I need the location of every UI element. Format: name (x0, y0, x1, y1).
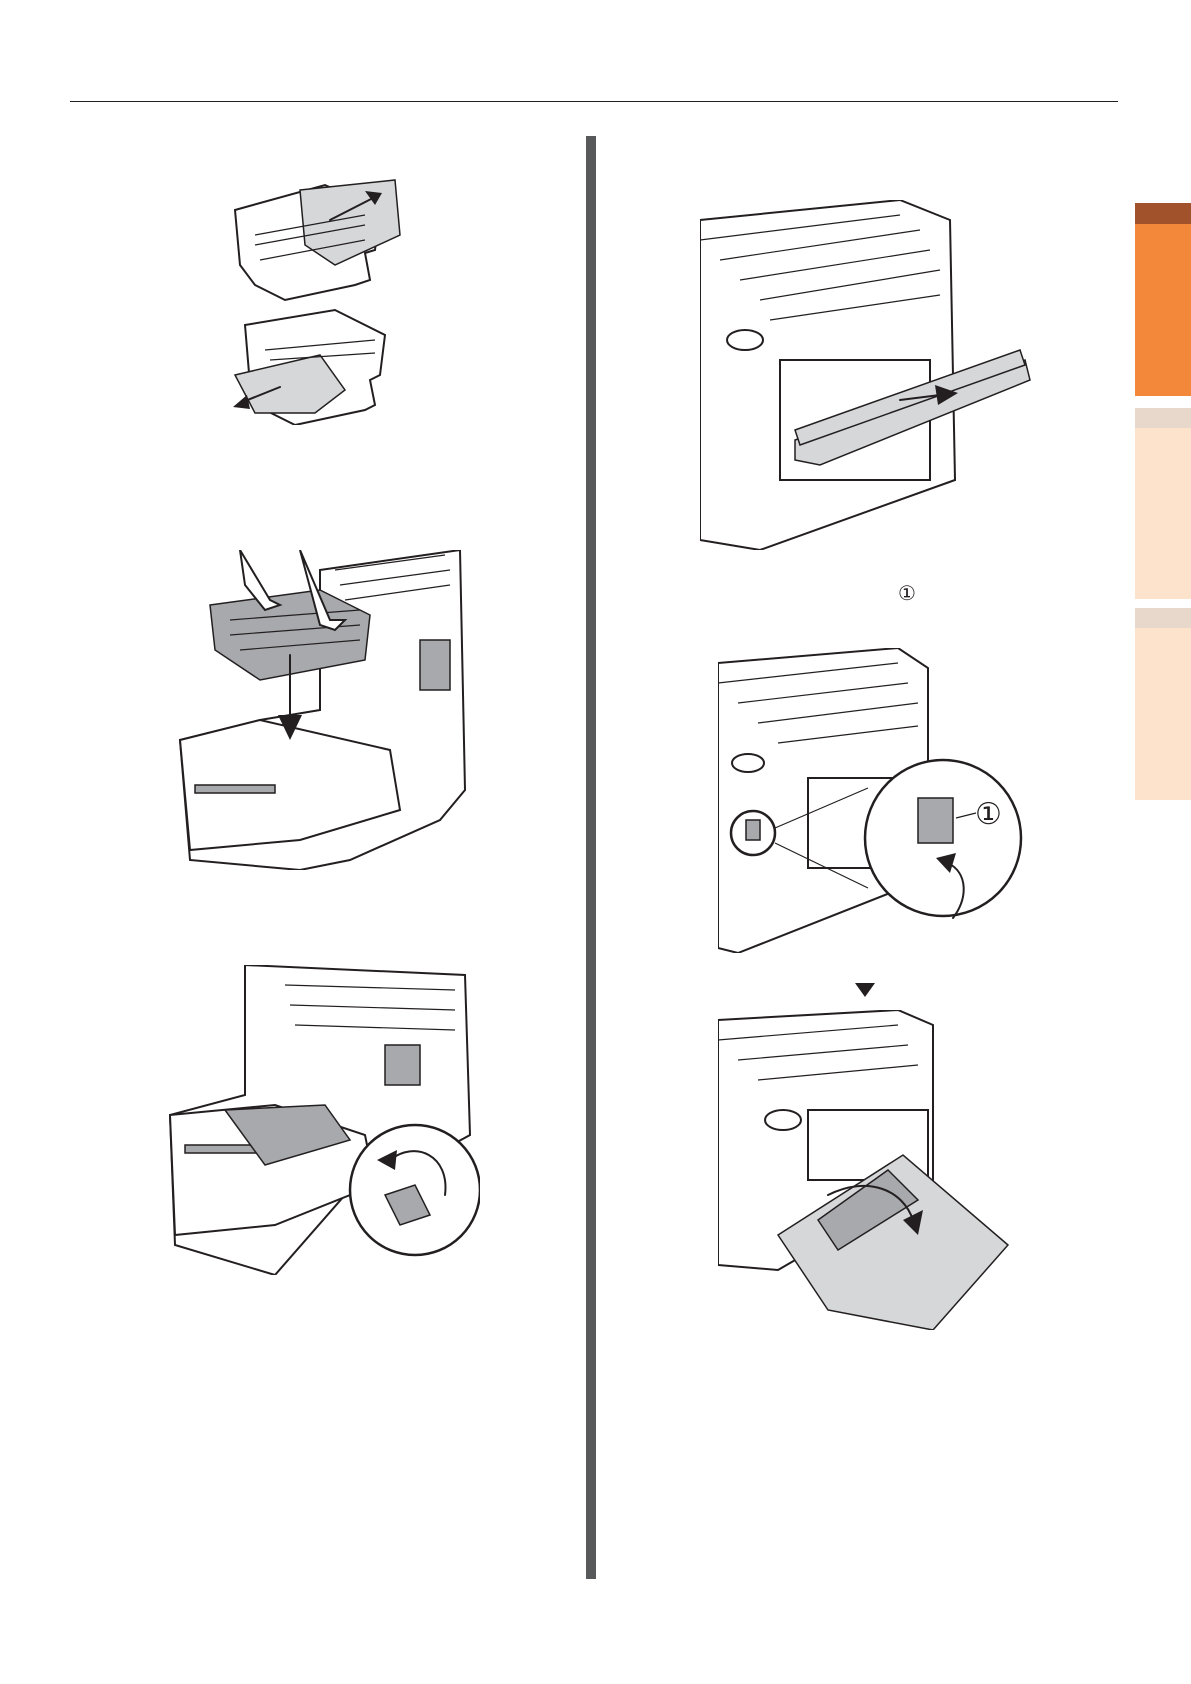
figure-callout: ① (975, 800, 1002, 830)
side-tab-chapter-1-cap (1135, 203, 1191, 224)
step-marker: ① (898, 583, 916, 603)
side-tab-chapter-2[interactable] (1135, 408, 1191, 599)
column-divider (586, 136, 596, 1579)
figure-side-cover-open (718, 1010, 1018, 1330)
figure-fuser-paper (225, 175, 425, 425)
figure-fuser-install (170, 550, 470, 870)
fuser-install-illustration (170, 550, 470, 870)
fuser-unit-illustration (225, 175, 425, 425)
figure-fuser-lock (165, 965, 480, 1275)
side-tab-chapter-3[interactable] (1135, 608, 1191, 800)
mp-tray-illustration (700, 200, 1040, 550)
sequence-arrow-down-icon (855, 983, 875, 997)
side-tab-chapter-3-cap (1135, 608, 1191, 628)
figure-mp-tray (700, 200, 1040, 550)
lever-illustration (165, 965, 480, 1275)
side-tab-chapter-1[interactable] (1135, 203, 1191, 396)
header-rule (70, 101, 1118, 102)
side-tab-chapter-2-cap (1135, 408, 1191, 428)
side-cover-illustration (718, 1010, 1018, 1330)
